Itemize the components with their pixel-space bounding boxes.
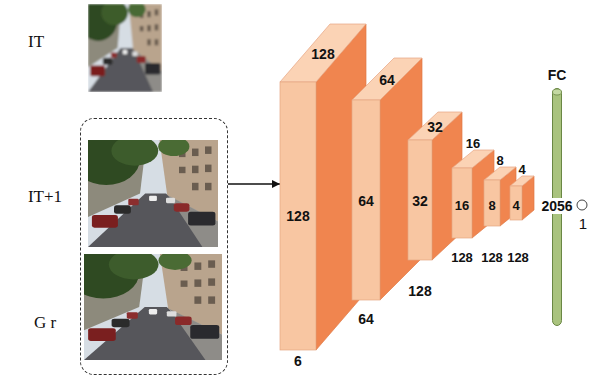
height-label: 16 bbox=[455, 198, 469, 213]
frame-label: IT bbox=[28, 32, 44, 52]
label-slot: 4 bbox=[512, 196, 519, 214]
label-slot: 32 bbox=[427, 118, 443, 136]
label-slot: 128 bbox=[507, 248, 529, 266]
channel-label: 128 bbox=[507, 250, 529, 265]
width-label: 64 bbox=[379, 72, 395, 88]
conv-block: 44128 bbox=[510, 176, 534, 220]
width-label: 128 bbox=[311, 46, 334, 62]
height-label: 4 bbox=[512, 198, 519, 213]
frame-label: G r bbox=[34, 313, 56, 333]
label-slot: 64 bbox=[379, 71, 395, 89]
input-pair-group: IT+1G r bbox=[80, 118, 228, 375]
label-slot: 128 bbox=[311, 45, 334, 63]
label-slot: IT+1 bbox=[28, 187, 62, 207]
output-node: 1 bbox=[576, 199, 588, 211]
label-slot: 8 bbox=[488, 196, 495, 214]
output-size: 1 bbox=[579, 215, 587, 232]
label-slot: 128 bbox=[408, 282, 431, 300]
input-arrow bbox=[228, 183, 280, 185]
label-slot: 4 bbox=[518, 160, 525, 178]
label-slot: 16 bbox=[455, 196, 469, 214]
height-label: 32 bbox=[412, 193, 428, 209]
channel-label: 128 bbox=[451, 250, 473, 265]
label-slot: 64 bbox=[358, 192, 374, 210]
label-slot: 128 bbox=[481, 248, 503, 266]
label-slot: 32 bbox=[412, 192, 428, 210]
input-frame-it: IT bbox=[88, 4, 162, 92]
label-slot: 1 bbox=[579, 215, 587, 233]
fc-layer: FC2056 bbox=[552, 88, 562, 326]
channel-label: 6 bbox=[294, 353, 302, 369]
label-slot: G r bbox=[34, 313, 56, 333]
height-label: 64 bbox=[358, 193, 374, 209]
label-slot: IT bbox=[28, 32, 44, 52]
channel-label: 128 bbox=[481, 250, 503, 265]
label-slot: 2056 bbox=[539, 197, 574, 215]
label-slot: 16 bbox=[466, 134, 480, 152]
height-label: 128 bbox=[286, 208, 309, 224]
width-label: 8 bbox=[496, 153, 503, 168]
layer-name: FC bbox=[548, 67, 567, 83]
height-label: 8 bbox=[488, 198, 495, 213]
channel-label: 64 bbox=[358, 311, 374, 327]
label-slot: 128 bbox=[286, 207, 309, 225]
label-slot: 64 bbox=[358, 310, 374, 328]
width-label: 32 bbox=[427, 119, 443, 135]
input-frame-it1: IT+1 bbox=[89, 141, 219, 248]
width-label: 16 bbox=[466, 136, 480, 151]
width-label: 4 bbox=[518, 162, 525, 177]
channel-label: 128 bbox=[408, 283, 431, 299]
label-slot: FC bbox=[548, 66, 567, 84]
frame-label: IT+1 bbox=[28, 187, 62, 207]
label-slot: 8 bbox=[496, 151, 503, 169]
label-slot: 128 bbox=[451, 248, 473, 266]
label-slot: 6 bbox=[294, 352, 302, 370]
unit-count: 2056 bbox=[539, 198, 574, 214]
output-circle bbox=[576, 199, 588, 211]
input-frame-gr: G r bbox=[85, 255, 223, 361]
